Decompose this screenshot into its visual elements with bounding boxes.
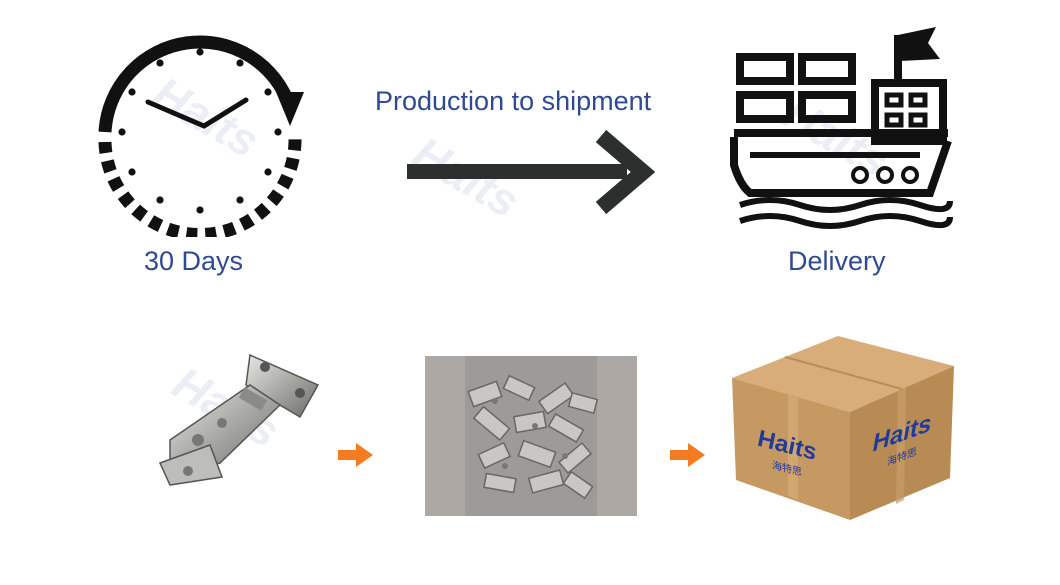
shipping-box-image (732, 336, 954, 520)
bagged-parts-image (425, 356, 637, 516)
process-caption: Production to shipment (375, 86, 652, 116)
next-step-arrow-icon (670, 443, 705, 467)
ship-icon (730, 27, 953, 229)
next-step-arrow-icon (338, 443, 373, 467)
days-caption: 30 Days (144, 246, 244, 276)
delivery-caption: Delivery (788, 246, 886, 276)
hinge-product-image (158, 353, 320, 486)
clock-icon (98, 35, 304, 237)
right-arrow-icon (407, 130, 656, 214)
